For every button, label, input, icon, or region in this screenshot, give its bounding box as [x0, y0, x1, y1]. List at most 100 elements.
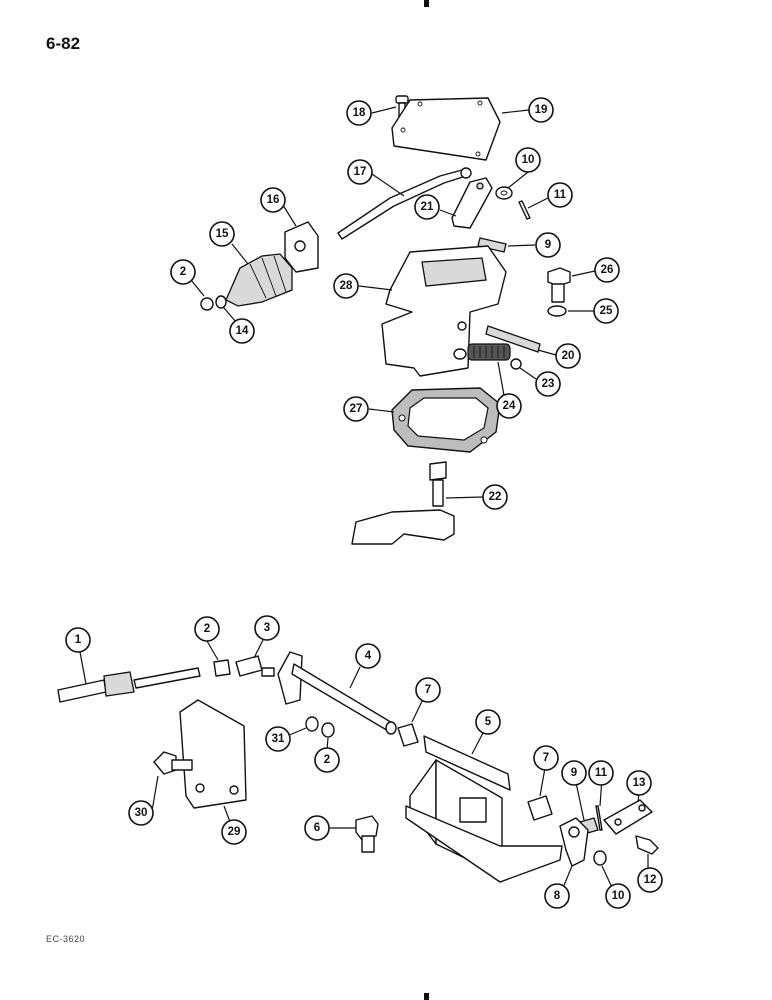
svg-text:28: 28	[340, 280, 353, 292]
callout-26: 26	[594, 257, 620, 283]
callout-7-right: 7	[533, 745, 559, 771]
callout-9: 9	[535, 232, 561, 258]
top-edge-mark	[424, 0, 429, 7]
svg-text:7: 7	[543, 752, 549, 764]
svg-text:6: 6	[314, 822, 320, 834]
svg-text:10: 10	[522, 154, 535, 166]
callout-10: 10	[515, 147, 541, 173]
svg-text:5: 5	[485, 716, 492, 728]
svg-text:16: 16	[267, 194, 280, 206]
bracket-hole-16	[294, 240, 306, 252]
part-cable-1	[57, 667, 201, 703]
svg-text:25: 25	[600, 305, 613, 317]
callout-20: 20	[555, 343, 581, 369]
part-nut-2-lower	[213, 659, 231, 677]
part-spring-24	[467, 343, 511, 361]
svg-text:1: 1	[75, 634, 82, 646]
housing-port	[453, 348, 467, 360]
svg-text:8: 8	[554, 890, 561, 902]
clevis-pin-3	[261, 667, 275, 677]
callout-1: 1	[65, 627, 91, 653]
svg-text:9: 9	[545, 239, 551, 251]
part-washer-10-upper	[495, 186, 513, 200]
callout-14: 14	[229, 318, 255, 344]
svg-text:12: 12	[644, 874, 657, 886]
part-yoke-13	[603, 799, 653, 835]
svg-text:18: 18	[353, 107, 366, 119]
svg-text:11: 11	[595, 767, 608, 779]
callout-21: 21	[414, 194, 440, 220]
callout-23: 23	[535, 371, 561, 397]
svg-text:13: 13	[633, 777, 646, 789]
svg-text:2: 2	[204, 623, 210, 635]
callout-19: 19	[528, 97, 554, 123]
part-lever-21	[451, 177, 493, 229]
callout-3: 3	[254, 615, 280, 641]
part-pin-11-upper	[518, 200, 531, 220]
callout-13: 13	[626, 770, 652, 796]
part-pin-12	[635, 835, 659, 855]
cover-plate-holes	[400, 100, 483, 157]
callout-6: 6	[304, 815, 330, 841]
callout-5: 5	[475, 709, 501, 735]
svg-text:22: 22	[489, 491, 502, 503]
part-pin-11-lower	[595, 805, 603, 831]
svg-text:7: 7	[425, 684, 431, 696]
rod-end-17	[460, 167, 472, 179]
svg-text:17: 17	[354, 166, 367, 178]
svg-text:31: 31	[272, 733, 285, 745]
svg-text:23: 23	[542, 378, 555, 390]
part-bush-7-right	[527, 795, 553, 821]
part-ball-23	[510, 358, 522, 370]
svg-text:9: 9	[571, 767, 577, 779]
callout-29: 29	[221, 819, 247, 845]
part-washer-14	[215, 295, 227, 309]
part-bush-7-left	[397, 723, 419, 747]
callout-2: 2	[170, 259, 196, 285]
leader-lines	[79, 106, 649, 897]
callout-16: 16	[260, 187, 286, 213]
svg-text:15: 15	[216, 228, 229, 240]
callout-11-lower: 11	[588, 760, 614, 786]
part-washer-31	[305, 716, 319, 732]
callout-9-lower: 9	[561, 760, 587, 786]
svg-text:4: 4	[365, 650, 372, 662]
callout-11: 11	[547, 182, 573, 208]
callout-10-lower: 10	[605, 883, 631, 909]
callout-28: 28	[333, 273, 359, 299]
part-washer-25	[547, 305, 567, 317]
part-bolt-6	[355, 815, 379, 853]
page-number: 6-82	[46, 34, 81, 53]
part-lever-8	[559, 817, 589, 867]
svg-text:3: 3	[264, 622, 270, 634]
svg-text:19: 19	[535, 104, 548, 116]
callout-27: 27	[343, 396, 369, 422]
callout-31: 31	[265, 726, 291, 752]
part-bracket-plate-29	[179, 699, 247, 809]
svg-text:2: 2	[324, 754, 330, 766]
part-bolt-26	[547, 267, 571, 303]
callout-12: 12	[637, 867, 663, 893]
part-nut-2-mid	[321, 722, 335, 738]
svg-text:27: 27	[350, 403, 363, 415]
svg-text:24: 24	[503, 400, 516, 412]
part-shaft-22	[351, 461, 455, 545]
svg-text:20: 20	[562, 350, 575, 362]
lever-pivot-21	[476, 182, 484, 190]
callout-8: 8	[544, 883, 570, 909]
part-bolt-30	[153, 751, 193, 775]
callout-4: 4	[355, 643, 381, 669]
svg-text:29: 29	[228, 826, 241, 838]
part-cover-plate-19	[391, 97, 501, 161]
callout-2-lower: 2	[194, 616, 220, 642]
part-pin-9-upper	[477, 237, 507, 253]
callout-22: 22	[482, 484, 508, 510]
part-clevis-3	[235, 655, 263, 677]
callout-17: 17	[347, 159, 373, 185]
part-support-5	[405, 735, 563, 883]
callout-7: 7	[415, 677, 441, 703]
bottom-edge-mark	[424, 993, 429, 1000]
svg-text:10: 10	[612, 890, 625, 902]
callout-15: 15	[209, 221, 235, 247]
part-washer-10-lower	[593, 850, 607, 866]
